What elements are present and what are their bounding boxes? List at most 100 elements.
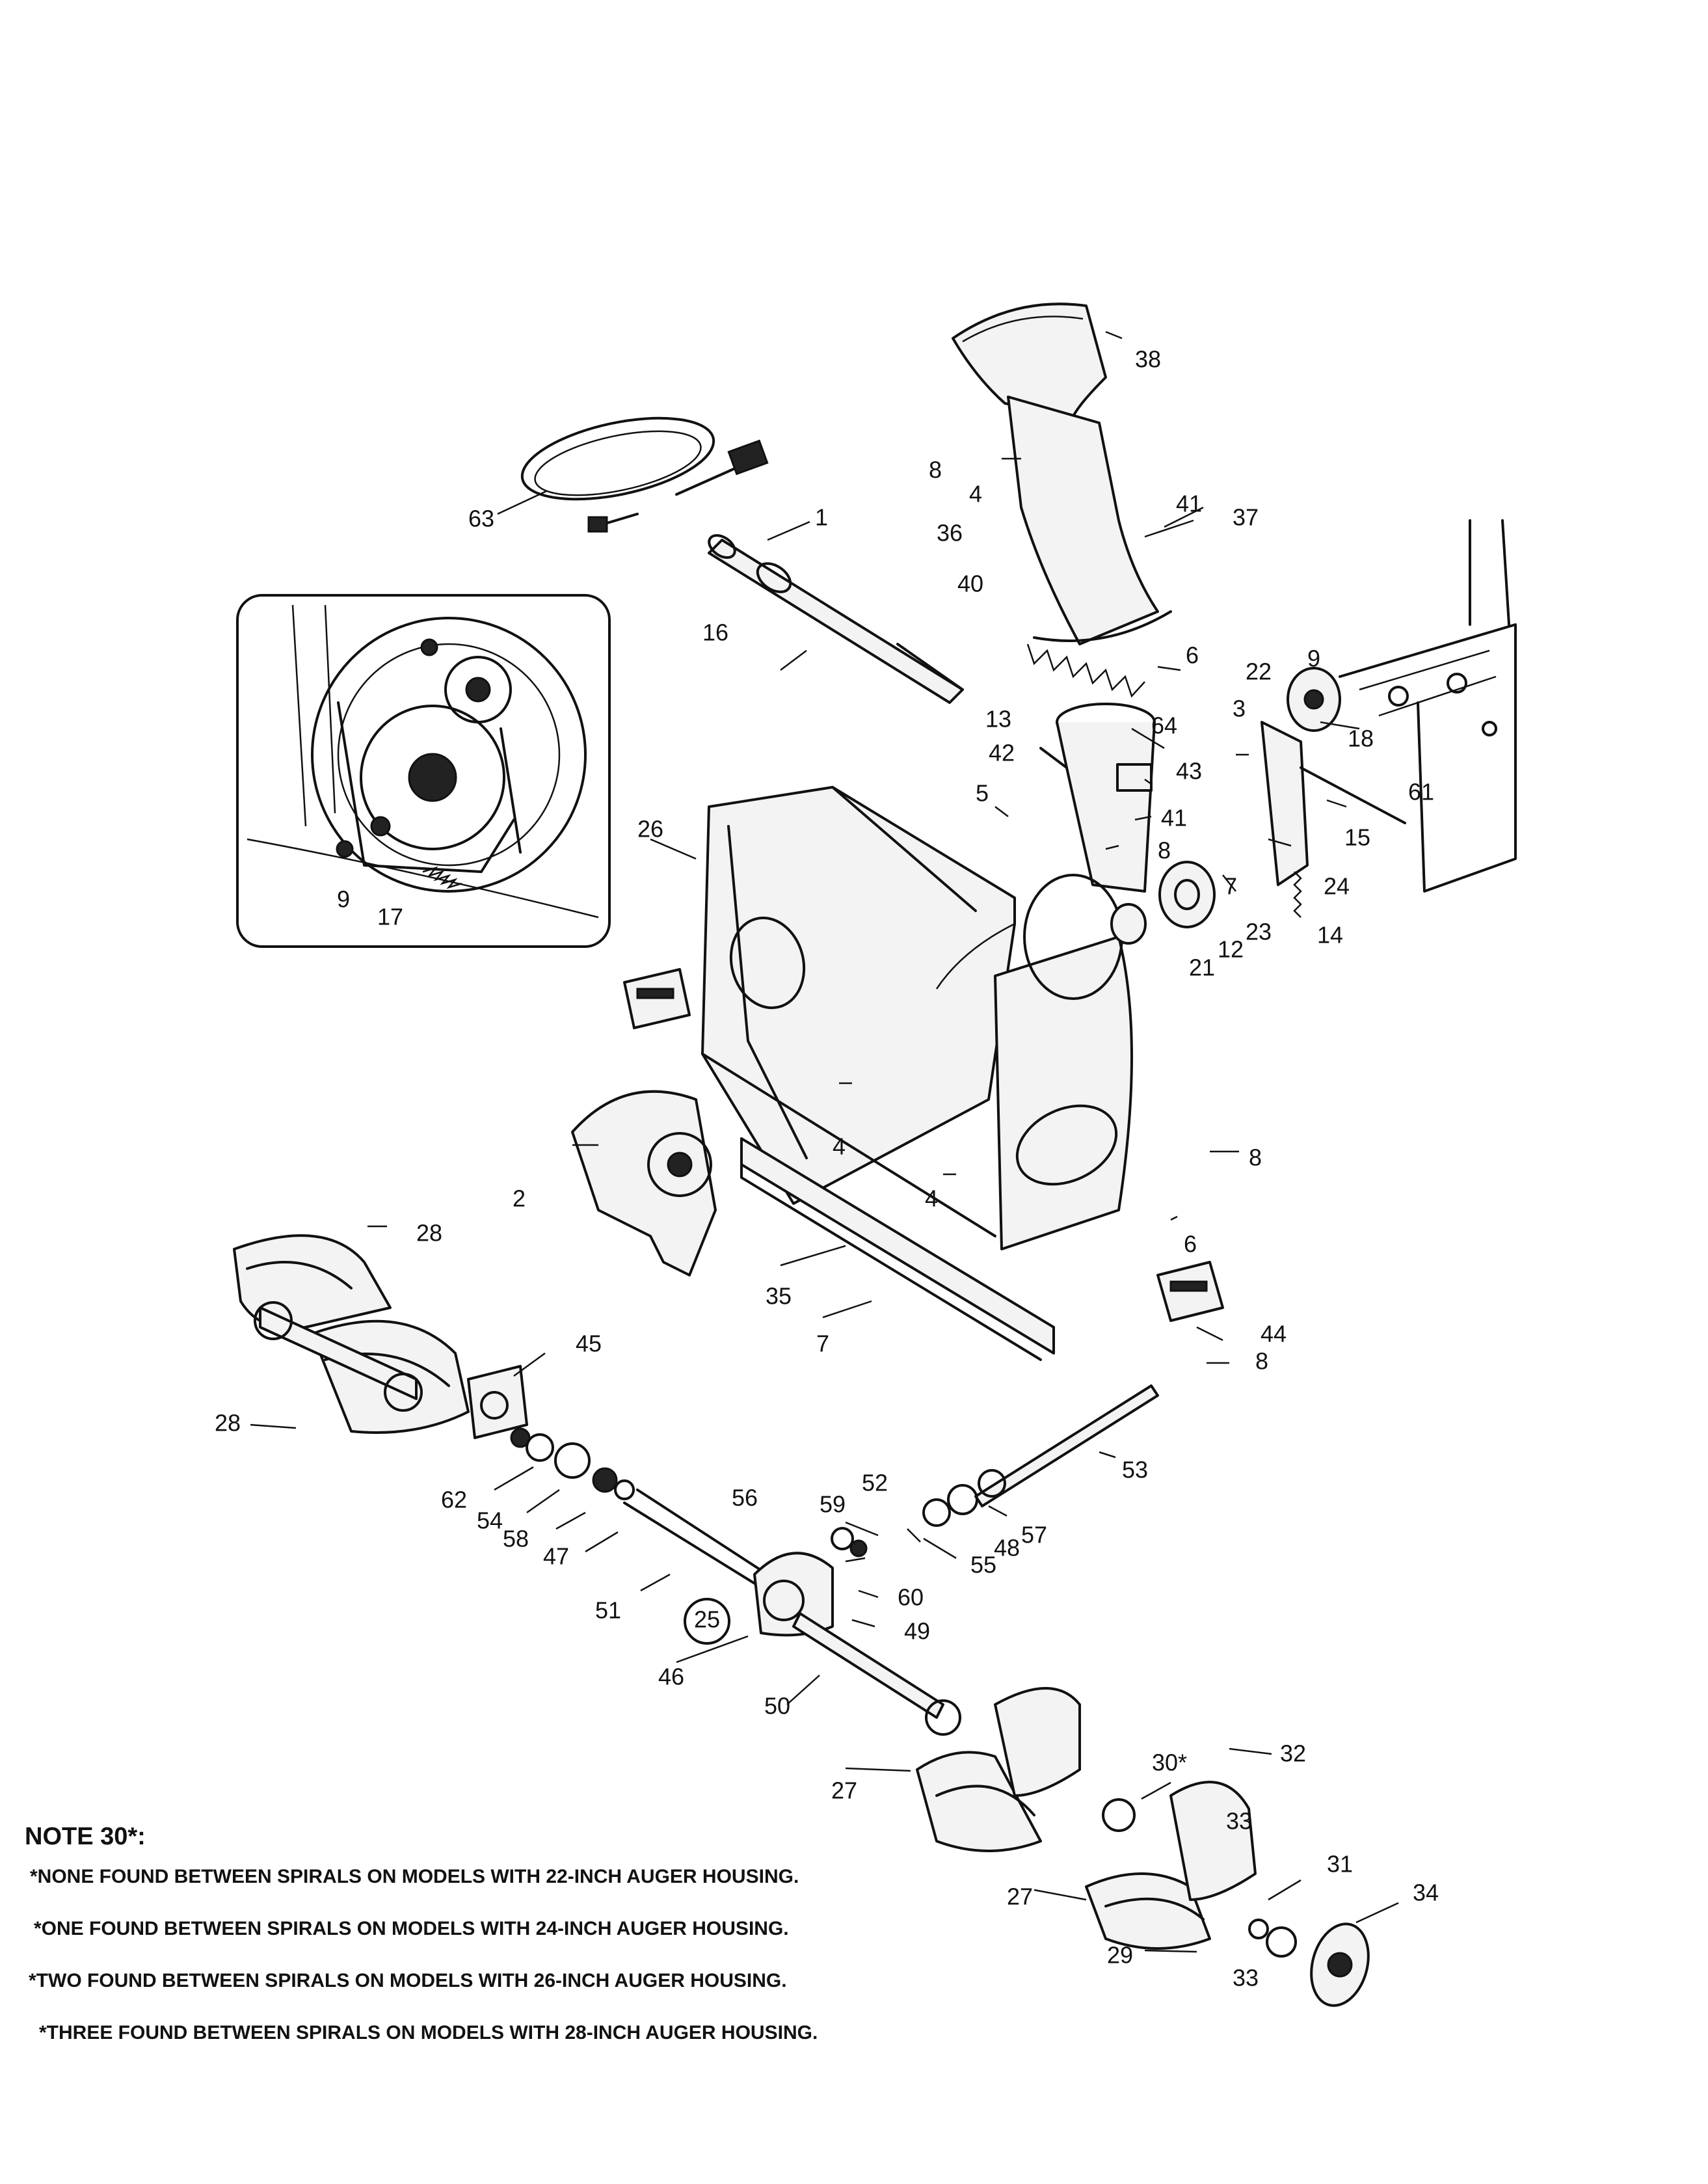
callout-28a: 28 <box>416 1220 442 1247</box>
callout-47: 47 <box>543 1543 569 1570</box>
callout-48: 48 <box>994 1535 1020 1561</box>
callout-23: 23 <box>1246 919 1272 945</box>
callout-8d: 8 <box>1255 1348 1268 1375</box>
callout-25-circle <box>684 1598 730 1645</box>
callout-1: 1 <box>815 504 828 531</box>
callout-59: 59 <box>820 1491 846 1518</box>
callout-60: 60 <box>898 1584 924 1611</box>
callout-45: 45 <box>576 1330 602 1357</box>
callout-30: 30* <box>1152 1749 1187 1776</box>
callout-44: 44 <box>1261 1321 1287 1347</box>
auger-spiral-right-1 <box>916 1687 1081 1852</box>
scraper-bar <box>740 1137 1055 1361</box>
callout-52: 52 <box>862 1470 888 1496</box>
auger-bearing <box>1110 861 1216 945</box>
callout-51: 51 <box>595 1597 621 1624</box>
callout-49: 49 <box>904 1618 930 1645</box>
callout-37: 37 <box>1233 504 1259 531</box>
gearbox-plate <box>467 1365 528 1439</box>
callout-17: 17 <box>377 904 403 930</box>
callout-35: 35 <box>766 1283 792 1310</box>
callout-42: 42 <box>989 740 1015 766</box>
note-line-1: *NONE FOUND BETWEEN SPIRALS ON MODELS WI… <box>30 1866 799 1887</box>
axle-components <box>510 1427 769 1589</box>
chute-deflector <box>952 303 1107 418</box>
chute-upper <box>1007 396 1172 698</box>
note-title: NOTE 30*: <box>25 1823 146 1850</box>
callout-28b: 28 <box>215 1410 241 1436</box>
callout-27b: 27 <box>1007 1883 1033 1910</box>
callout-29: 29 <box>1107 1942 1133 1969</box>
callout-41b: 41 <box>1161 805 1187 831</box>
callout-57: 57 <box>1021 1522 1047 1548</box>
callout-4a: 4 <box>969 481 982 507</box>
gearbox-half-right <box>753 1552 834 1637</box>
callout-33a: 33 <box>1226 1808 1252 1835</box>
callout-32: 32 <box>1280 1740 1306 1767</box>
callout-36: 36 <box>937 520 963 546</box>
callout-64: 64 <box>1151 712 1177 739</box>
note-line-2: *ONE FOUND BETWEEN SPIRALS ON MODELS WIT… <box>34 1918 789 1939</box>
callout-7a: 7 <box>1224 873 1237 900</box>
callout-16: 16 <box>702 619 728 646</box>
callout-15: 15 <box>1344 824 1370 851</box>
callout-4b: 4 <box>833 1133 846 1160</box>
frame-section <box>1339 519 1517 893</box>
auger-spiral-left <box>233 1234 470 1434</box>
callout-12: 12 <box>1218 936 1244 963</box>
leader-lines <box>250 330 1399 1953</box>
callout-18: 18 <box>1348 725 1374 752</box>
callout-40: 40 <box>957 571 983 597</box>
callout-4c: 4 <box>925 1185 938 1212</box>
callout-8c: 8 <box>1249 1144 1262 1171</box>
callout-3: 3 <box>1233 695 1246 722</box>
callout-25: 25 <box>694 1606 720 1633</box>
callout-56: 56 <box>732 1485 758 1511</box>
callout-labels: 1 2 3 4 4 4 5 6 6 7 7 8 8 8 8 9 9 12 13 … <box>215 346 1439 1991</box>
callout-14: 14 <box>1317 922 1343 949</box>
callout-9b: 9 <box>337 886 350 913</box>
callout-2: 2 <box>513 1185 526 1212</box>
callout-22: 22 <box>1246 658 1272 685</box>
callout-5: 5 <box>976 780 989 807</box>
callout-38: 38 <box>1135 346 1161 373</box>
note-line-4: *THREE FOUND BETWEEN SPIRALS ON MODELS W… <box>39 2022 818 2043</box>
impeller-shaft <box>792 1384 1159 1719</box>
power-cord <box>520 416 769 533</box>
callout-7b: 7 <box>816 1330 829 1357</box>
skid-shoe-right <box>1156 1261 1224 1322</box>
callout-8b: 8 <box>1158 837 1171 864</box>
callout-61: 61 <box>1408 779 1434 805</box>
callout-27a: 27 <box>831 1777 857 1804</box>
callout-53: 53 <box>1122 1457 1148 1483</box>
auger-shaft-upper <box>708 533 964 704</box>
callout-50: 50 <box>764 1693 790 1719</box>
auger-housing <box>701 786 1133 1250</box>
auger-spiral-right-2 <box>1085 1781 1257 1950</box>
callout-6a: 6 <box>1186 642 1199 669</box>
callout-31: 31 <box>1327 1851 1353 1878</box>
drive-pulley <box>1287 667 1341 732</box>
note-line-3: *TWO FOUND BETWEEN SPIRALS ON MODELS WIT… <box>29 1970 787 1991</box>
callout-54: 54 <box>477 1507 503 1534</box>
bearing-housing <box>1248 1919 1370 2007</box>
callout-6b: 6 <box>1184 1231 1197 1258</box>
callout-33b: 33 <box>1233 1965 1259 1991</box>
callout-46: 46 <box>658 1664 684 1690</box>
gearbox-half-left <box>571 1090 717 1276</box>
callout-24: 24 <box>1324 873 1350 900</box>
callout-58: 58 <box>503 1526 529 1552</box>
chute-lower <box>1039 703 1156 893</box>
inset-detail <box>236 594 611 948</box>
callout-8a: 8 <box>929 457 942 483</box>
callout-26: 26 <box>637 816 663 843</box>
callout-34: 34 <box>1413 1880 1439 1906</box>
idler-bracket <box>1261 721 1406 918</box>
callout-21: 21 <box>1189 954 1215 981</box>
callout-9a: 9 <box>1307 645 1320 672</box>
callout-55: 55 <box>970 1552 996 1578</box>
callout-62: 62 <box>441 1487 467 1513</box>
skid-shoe-left <box>623 968 691 1029</box>
callout-13: 13 <box>985 706 1011 733</box>
